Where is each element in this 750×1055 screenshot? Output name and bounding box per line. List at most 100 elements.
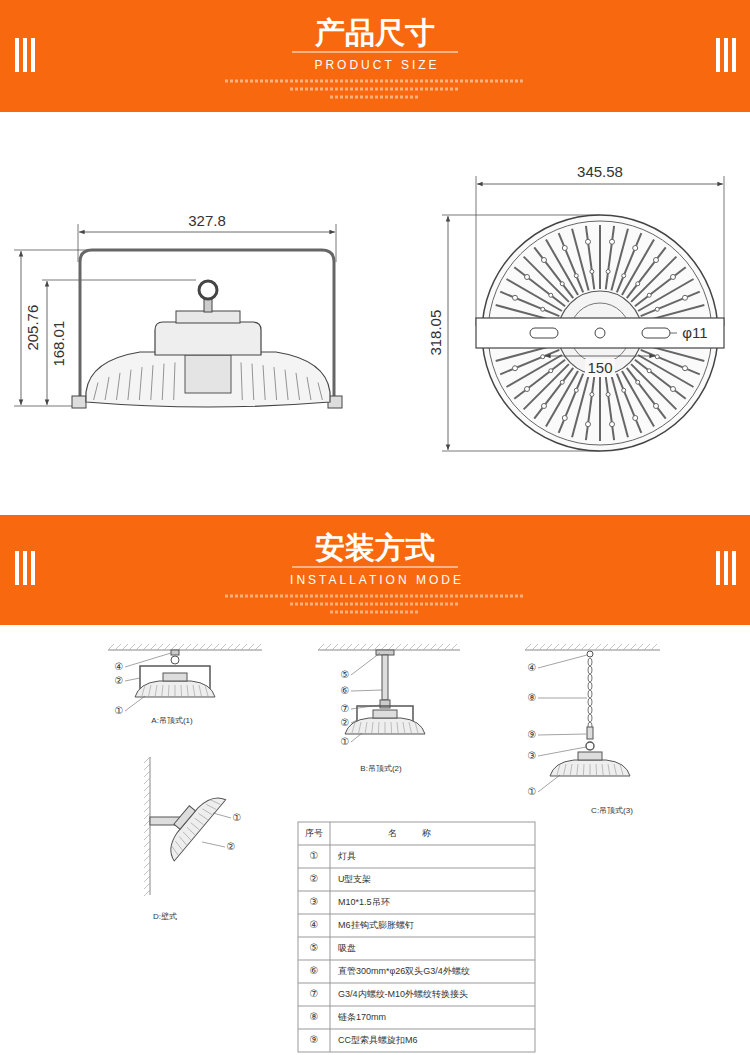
hatch: [602, 644, 608, 650]
table-cell: ②: [310, 873, 319, 885]
hatch: [108, 644, 114, 650]
anchor-bolt: [171, 650, 179, 655]
hatch: [227, 644, 233, 650]
hatch: [318, 644, 324, 650]
hatch: [630, 644, 636, 650]
hatch: [423, 644, 429, 650]
hatch: [143, 644, 149, 650]
heat-fin: [285, 370, 288, 400]
table-cell: CC型索具螺旋扣M6: [338, 1035, 418, 1045]
vent-hole: [670, 274, 675, 279]
vent-hole: [606, 392, 610, 396]
band-mark: [716, 551, 720, 585]
hatch: [248, 644, 254, 650]
hatch: [402, 644, 408, 650]
callout-number: ⑥: [341, 685, 350, 697]
hatch: [144, 799, 150, 805]
leader-line: [125, 696, 145, 711]
hatch: [199, 644, 205, 650]
heat-fin: [638, 355, 693, 387]
table-cell: 灯具: [338, 851, 356, 861]
heat-fin: [500, 350, 559, 374]
hatch: [581, 644, 587, 650]
lamp-body: [135, 681, 215, 697]
heat-fin: [296, 373, 300, 400]
extension-line: [42, 280, 196, 281]
heat-fin: [359, 722, 361, 733]
vent-hole: [606, 270, 610, 274]
dimension-value: 150: [585, 359, 614, 376]
callout-number: ⑧: [528, 692, 537, 704]
table-rule: [298, 1029, 535, 1030]
vent-hole: [525, 274, 530, 279]
heat-fin: [385, 722, 386, 733]
vent-hole: [654, 403, 659, 408]
hatch: [144, 841, 150, 847]
leader-line: [351, 653, 380, 675]
heat-fin: [174, 841, 184, 850]
chain-link: [588, 666, 592, 674]
vent-hole: [682, 366, 687, 371]
dimension-value: 205.76: [24, 305, 41, 351]
heat-fin: [586, 226, 594, 289]
dimension-value: 318.05: [427, 310, 444, 356]
heat-fin: [506, 279, 561, 311]
eye-bolt: [586, 742, 594, 750]
heat-fin: [168, 685, 170, 696]
hatch: [178, 644, 184, 650]
heat-fin: [252, 364, 254, 400]
heat-fin: [199, 685, 201, 696]
heat-fin: [596, 764, 598, 775]
heat-fin: [606, 226, 614, 289]
vent-hole: [541, 307, 545, 311]
section-subtitle: INSTALLATION MODE: [290, 574, 464, 588]
hatch: [144, 764, 150, 770]
callout-number: ②: [227, 841, 236, 853]
chain-link: [588, 690, 592, 698]
table-cell: ⑥: [310, 965, 319, 977]
vent-hole: [682, 295, 687, 300]
vent-hole: [541, 355, 545, 359]
heat-fin: [572, 229, 589, 291]
table-rule: [298, 891, 535, 892]
hatch: [144, 848, 150, 854]
table-cell: ⑨: [310, 1034, 319, 1046]
lamp-core: [185, 355, 231, 393]
dimension-line: [21, 251, 22, 405]
heat-fin: [372, 722, 373, 733]
heat-fin: [162, 685, 163, 696]
leader-line: [213, 813, 231, 818]
hatch: [574, 644, 580, 650]
hatch: [444, 644, 450, 650]
hatch: [144, 862, 150, 868]
mount-slot: [530, 328, 558, 338]
band-mark: [31, 38, 35, 72]
figure-caption: C:吊顶式(3): [591, 806, 633, 815]
hatch: [144, 834, 150, 840]
heat-fin: [202, 807, 212, 815]
heat-fin: [151, 365, 153, 400]
wall-lamp: [156, 784, 226, 861]
adapter: [380, 700, 390, 708]
leader-line: [538, 775, 560, 792]
decor-strip: [290, 603, 460, 606]
hatch: [539, 644, 545, 650]
leader-line: [538, 734, 586, 735]
heat-fin: [397, 722, 398, 733]
table-cell: M6挂钩式膨胀螺钉: [338, 920, 414, 930]
hatch: [637, 644, 643, 650]
extension-line: [724, 176, 725, 326]
decor-strip: [225, 595, 525, 598]
hatch: [144, 869, 150, 875]
chain-link: [588, 698, 592, 706]
table-cell: ⑧: [310, 1011, 319, 1023]
vent-hole: [654, 258, 659, 263]
figure-caption: A:吊顶式(1): [151, 716, 192, 725]
leader-line: [351, 720, 357, 723]
vent-hole: [513, 366, 518, 371]
dimension-value: 345.58: [577, 163, 623, 180]
heat-fin: [178, 836, 188, 844]
hatch: [144, 771, 150, 777]
heat-fin: [622, 239, 654, 294]
wall: [150, 757, 151, 895]
